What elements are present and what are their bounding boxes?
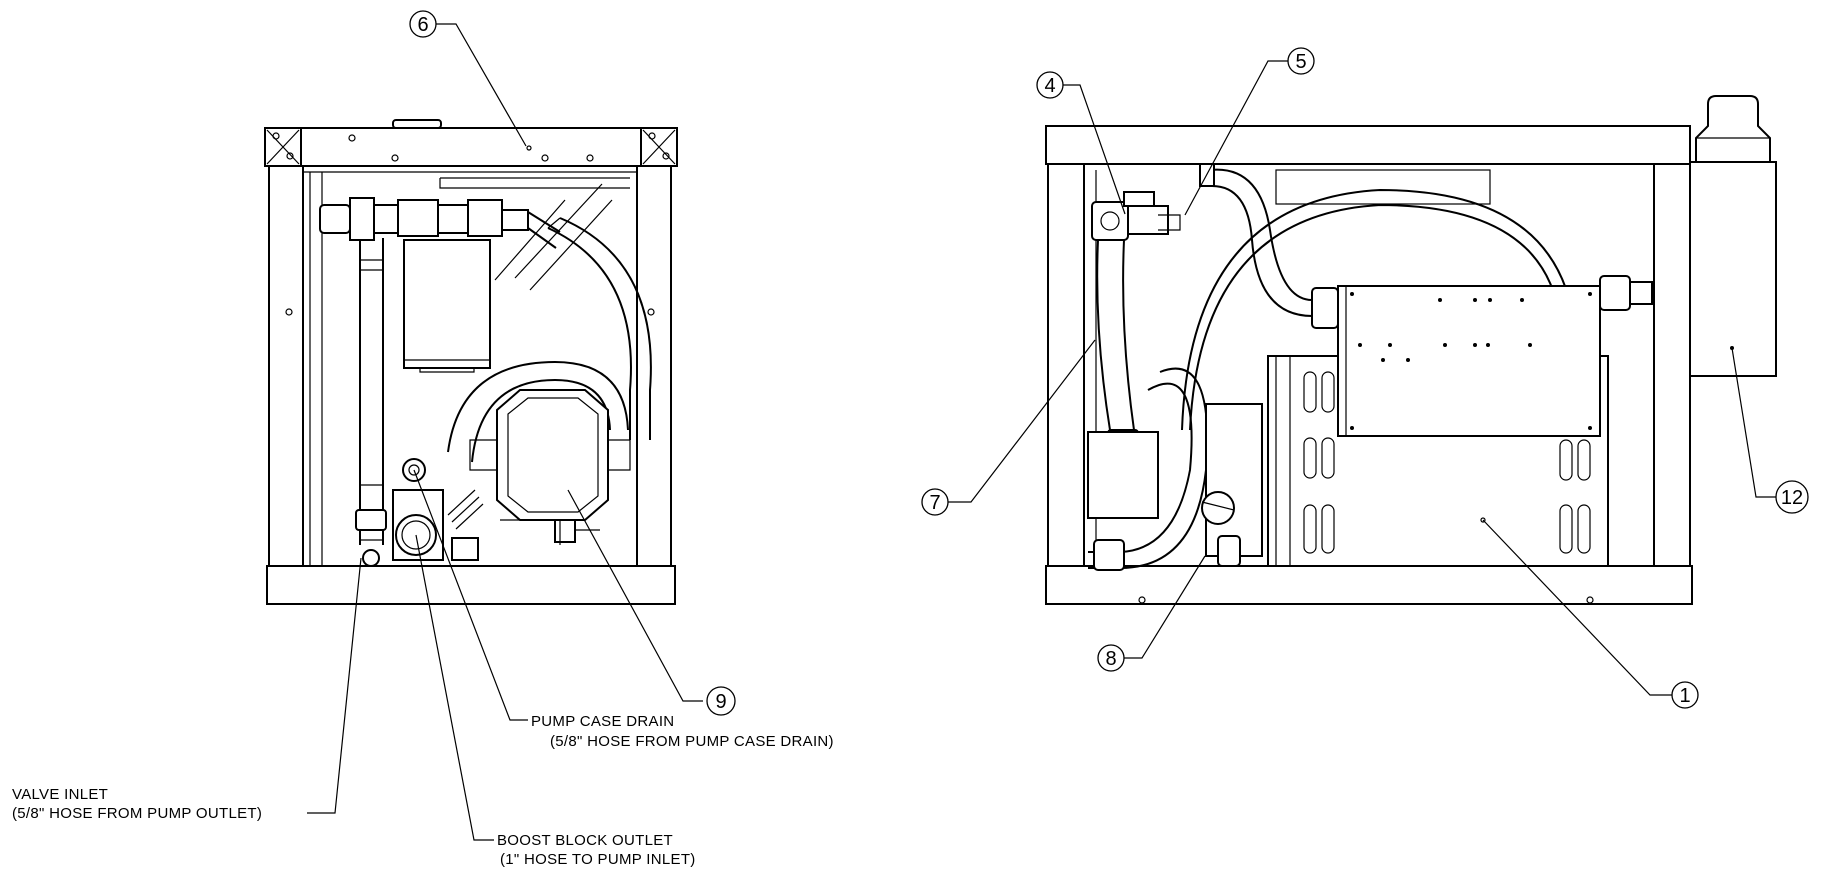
balloon-12-label: 12 bbox=[1781, 487, 1803, 509]
note-pump-case-drain-line1: PUMP CASE DRAIN bbox=[531, 713, 674, 730]
note-valve-inlet: VALVE INLET (5/8" HOSE FROM PUMP OUTLET) bbox=[12, 786, 262, 822]
side-view-base bbox=[1045, 565, 1693, 605]
balloon-4-label: 4 bbox=[1044, 75, 1055, 97]
balloon-9-label: 9 bbox=[715, 691, 726, 713]
corner-bracket-left bbox=[264, 127, 302, 167]
note-boost-block-outlet: BOOST BLOCK OUTLET (1" HOSE TO PUMP INLE… bbox=[497, 832, 696, 868]
balloon-5-label: 5 bbox=[1295, 51, 1306, 73]
note-pump-case-drain: PUMP CASE DRAIN (5/8" HOSE FROM PUMP CAS… bbox=[531, 713, 834, 750]
note-valve-inlet-line1: VALVE INLET bbox=[12, 786, 108, 803]
side-view-right-post bbox=[1653, 163, 1691, 567]
end-view-base bbox=[266, 565, 676, 605]
note-pump-case-drain-line2: (5/8" HOSE FROM PUMP CASE DRAIN) bbox=[550, 733, 834, 750]
reservoir-outline bbox=[1181, 188, 1576, 431]
leader-lines bbox=[307, 23, 1776, 841]
note-boost-block-outlet-line1: BOOST BLOCK OUTLET bbox=[497, 832, 673, 849]
note-valve-inlet-line2: (5/8" HOSE FROM PUMP OUTLET) bbox=[12, 805, 262, 822]
end-view-left-post bbox=[268, 165, 304, 567]
balloon-8-label: 8 bbox=[1105, 648, 1116, 670]
end-view-top-knob bbox=[392, 119, 442, 129]
balloon-5: 5 bbox=[1287, 47, 1315, 75]
corner-bracket-right bbox=[640, 127, 678, 167]
end-view bbox=[264, 119, 678, 605]
end-view-right-post bbox=[636, 165, 672, 567]
tank-cap-assembly bbox=[1689, 95, 1777, 377]
balloon-4: 4 bbox=[1036, 71, 1064, 99]
side-view bbox=[1045, 95, 1777, 605]
balloon-6: 6 bbox=[409, 10, 437, 38]
side-view-left-post bbox=[1047, 163, 1085, 567]
end-view-top-rail bbox=[264, 127, 678, 167]
balloon-6-label: 6 bbox=[417, 14, 428, 36]
balloon-7: 7 bbox=[921, 488, 949, 516]
side-view-top-rail bbox=[1045, 125, 1691, 165]
balloon-9: 9 bbox=[706, 686, 736, 716]
balloon-8: 8 bbox=[1097, 644, 1125, 672]
hydraulic-pump bbox=[469, 389, 631, 543]
pump-ring-hose bbox=[447, 360, 629, 453]
filter-canister bbox=[403, 239, 491, 369]
balloon-1-label: 1 bbox=[1679, 685, 1690, 707]
note-boost-block-outlet-line2: (1" HOSE TO PUMP INLET) bbox=[500, 851, 696, 868]
balloon-7-label: 7 bbox=[929, 492, 940, 514]
balloon-12: 12 bbox=[1775, 480, 1809, 514]
balloon-1: 1 bbox=[1671, 681, 1699, 709]
control-box bbox=[1337, 285, 1601, 437]
